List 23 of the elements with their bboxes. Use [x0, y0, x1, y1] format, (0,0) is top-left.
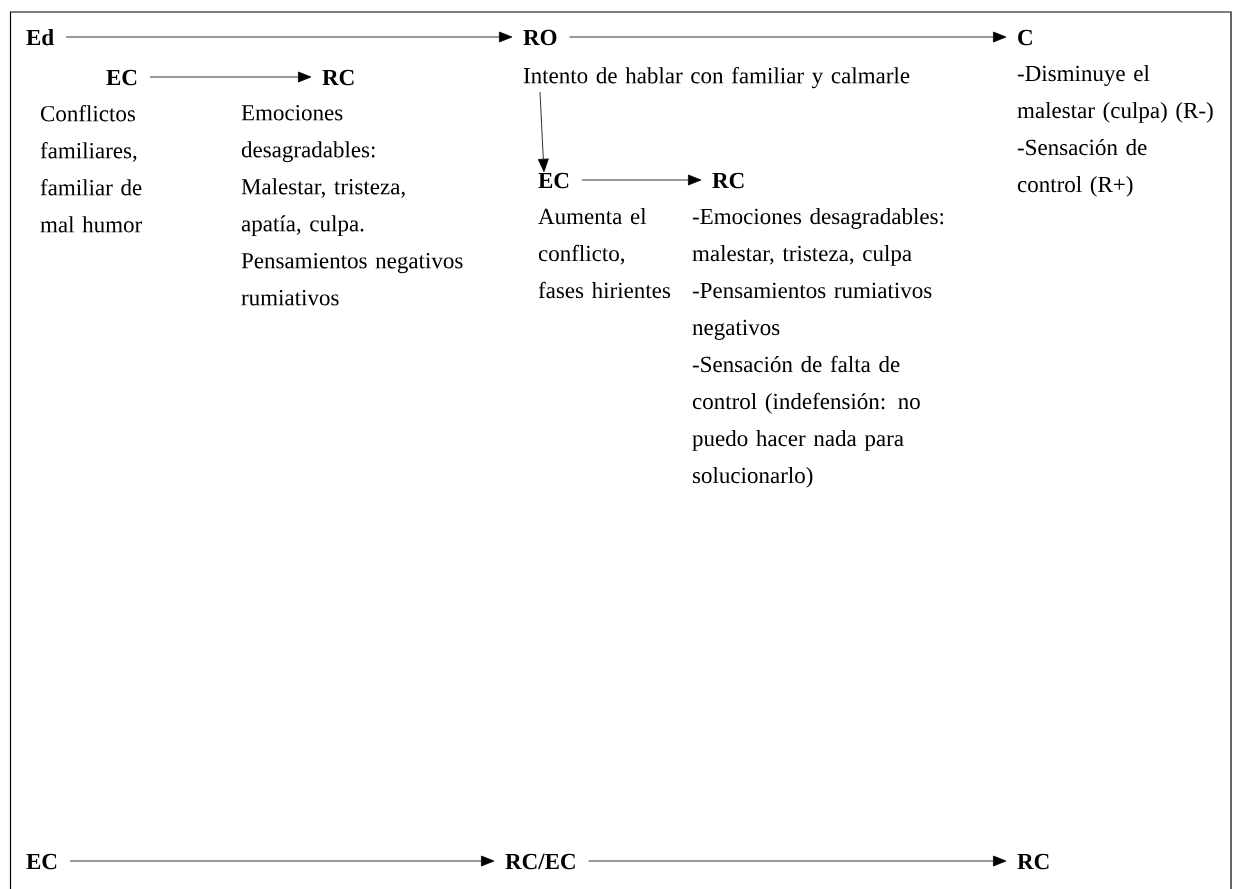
heading-label: RC: [712, 172, 744, 189]
note-text: Conflictos familiares, familiar de mal humor: [40, 105, 142, 233]
heading-label: Ed: [26, 29, 54, 46]
heading-label: EC: [106, 69, 137, 86]
arrow: [993, 31, 1007, 43]
note-text: -Disminuye el malestar (culpa) (R-) -Sensación de control (R+): [1017, 65, 1213, 197]
note-text: -Emociones desagradables: malestar, tristeza, culpa -Pensamientos rumiativos negativos -Sensación de falta de control (indefensión: no puedo hacer nada para solucionarlo): [692, 208, 944, 488]
heading-label: RC/EC: [505, 853, 575, 870]
note-text: Aumenta el conflicto, fases hirientes: [538, 208, 671, 299]
arrow: [298, 71, 312, 83]
heading-label: RC: [322, 69, 354, 86]
arrow: [537, 91, 549, 173]
arrow: [499, 31, 513, 43]
arrow: [481, 855, 495, 867]
heading-label: C: [1018, 29, 1032, 46]
heading-label: RC: [1017, 853, 1049, 870]
heading-label: RO: [523, 29, 557, 46]
arrow: [993, 855, 1007, 867]
heading-label: EC: [538, 172, 569, 189]
arrow: [688, 174, 702, 186]
heading-label: EC: [26, 853, 57, 870]
step-text: Intento de hablar con familiar y calmarle: [523, 67, 910, 89]
note-text: Emociones desagradables: Malestar, tristeza, apatía, culpa. Pensamientos negativos rumiativos: [241, 105, 463, 306]
